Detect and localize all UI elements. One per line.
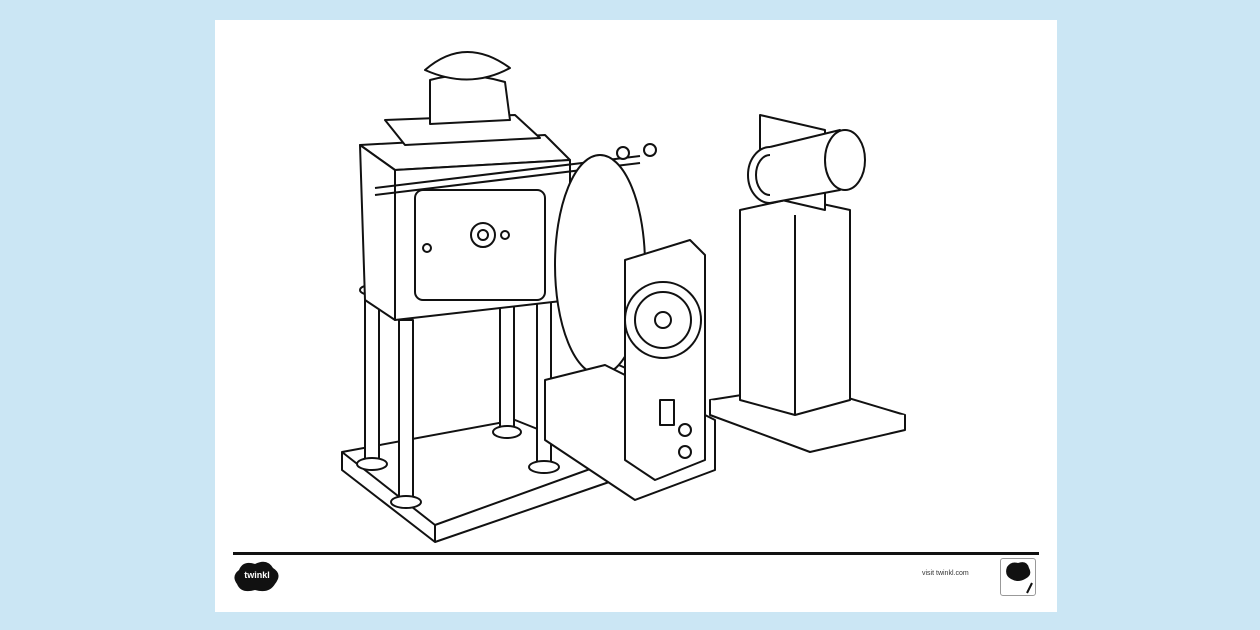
colouring-badge-icon <box>1000 558 1036 596</box>
lens-stand <box>709 114 906 453</box>
footer-url: visit twinkl.com <box>922 570 969 577</box>
logo-text: twinkl <box>244 570 270 580</box>
colouring-sheet: twinkl visit twinkl.com <box>215 20 1057 612</box>
crank-mechanism <box>624 239 706 481</box>
logo-cloud-icon <box>234 561 279 592</box>
twinkl-logo: twinkl <box>233 560 281 594</box>
lamp-house <box>359 51 657 321</box>
magic-lantern-projector-drawing <box>341 51 906 543</box>
footer-divider <box>233 552 1039 555</box>
